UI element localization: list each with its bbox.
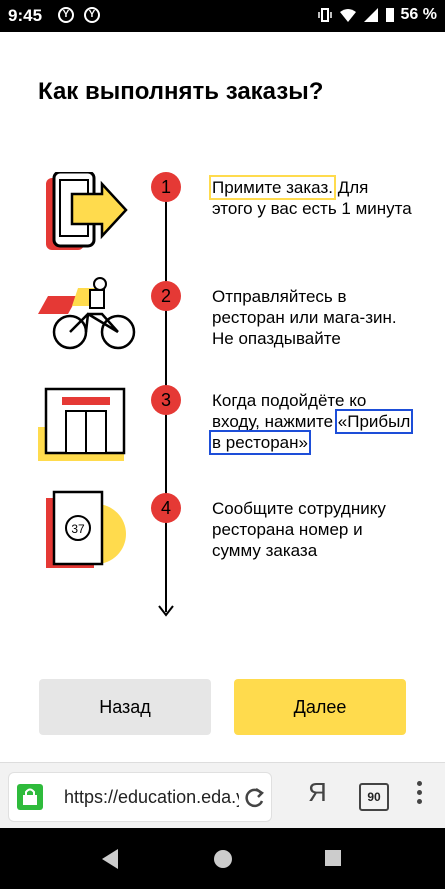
step-number: 2 bbox=[151, 281, 181, 311]
lock-icon bbox=[17, 784, 43, 810]
step-2-text: Отправляйтесь в ресторан или мага-зин. Н… bbox=[212, 287, 397, 348]
next-button[interactable]: Далее bbox=[234, 679, 406, 735]
url-text: https://education.eda.yandex bbox=[64, 787, 239, 807]
back-button[interactable]: Назад bbox=[39, 679, 211, 735]
browser-toolbar: https://education.eda.yandex Я 90 bbox=[0, 762, 445, 829]
tabs-icon[interactable]: 90 bbox=[359, 783, 389, 811]
main-content: Как выполнять заказы? 1 Примите заказ. Д… bbox=[0, 32, 445, 762]
timeline-arrow-icon bbox=[158, 605, 174, 617]
home-nav-icon[interactable] bbox=[212, 848, 234, 870]
order-number-badge: 37 bbox=[71, 522, 85, 536]
battery-level: 56 % bbox=[400, 6, 437, 23]
back-nav-icon[interactable] bbox=[100, 848, 120, 870]
status-right: 56 % bbox=[317, 6, 437, 24]
address-bar[interactable]: https://education.eda.yandex bbox=[8, 772, 272, 822]
step-3-before: Когда подойдёте ко входу, нажмите bbox=[212, 391, 367, 431]
reload-icon[interactable] bbox=[241, 783, 267, 811]
restaurant-door-icon bbox=[38, 387, 126, 461]
status-bar: 9:45 Y Y 56 % bbox=[0, 0, 445, 32]
status-time: 9:45 bbox=[8, 6, 43, 25]
step-1-rest: Для этого у вас есть 1 минута bbox=[212, 178, 412, 218]
wifi-icon bbox=[339, 9, 356, 22]
step-3-text: Когда подойдёте ко входу, нажмите «Прибы… bbox=[208, 390, 414, 455]
yandex-app-icon: Y bbox=[84, 7, 100, 23]
vibrate-icon bbox=[317, 8, 332, 22]
phone-arrow-icon bbox=[46, 172, 128, 250]
menu-icon[interactable] bbox=[417, 781, 423, 808]
step-number: 4 bbox=[151, 493, 181, 523]
step-1-highlight: Примите заказ. bbox=[209, 175, 336, 200]
step-number: 1 bbox=[151, 172, 181, 202]
order-card-icon: 37 bbox=[46, 490, 126, 568]
yandex-icon[interactable]: Я bbox=[308, 777, 327, 807]
page-title: Как выполнять заказы? bbox=[38, 78, 324, 105]
step-4-text: Сообщите сотруднику ресторана номер и су… bbox=[212, 499, 386, 560]
battery-icon bbox=[385, 8, 394, 22]
recents-nav-icon[interactable] bbox=[324, 849, 342, 867]
courier-bike-icon bbox=[38, 277, 136, 350]
system-nav-bar bbox=[0, 828, 445, 889]
yandex-app-icon: Y bbox=[58, 7, 74, 23]
step-1-text: Примите заказ. Для этого у вас есть 1 ми… bbox=[209, 175, 412, 219]
arrived-label: «Прибыл в ресторан» bbox=[208, 409, 414, 455]
signal-icon bbox=[363, 8, 378, 22]
step-number: 3 bbox=[151, 385, 181, 415]
